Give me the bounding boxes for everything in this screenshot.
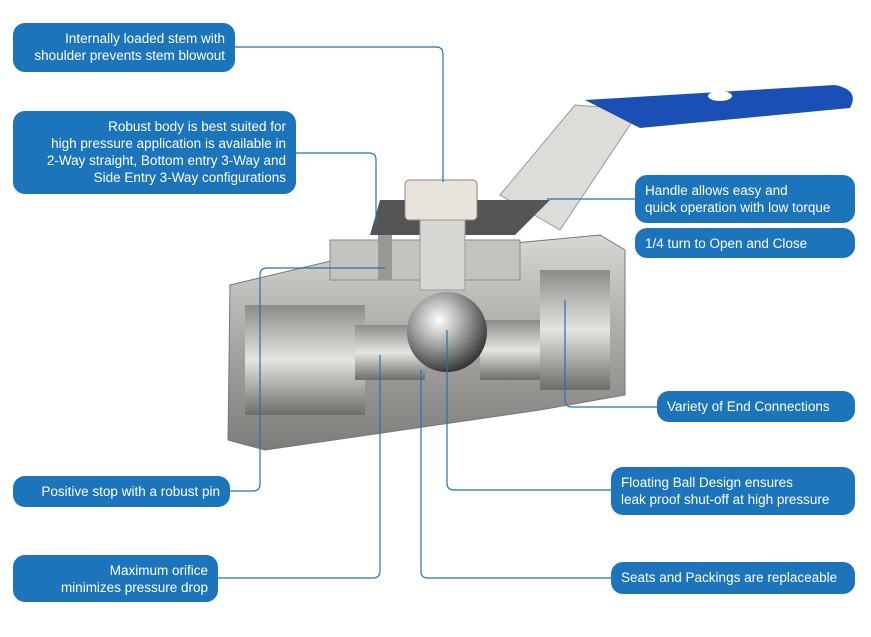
callout-floating-ball: Floating Ball Design ensures leak proof … bbox=[611, 467, 855, 515]
callout-quarter-turn: 1/4 turn to Open and Close bbox=[635, 228, 855, 258]
valve-body bbox=[227, 179, 626, 451]
callout-seats: Seats and Packings are replaceable bbox=[611, 562, 855, 594]
logo-icon bbox=[708, 91, 732, 101]
callout-orifice: Maximum orifice minimizes pressure drop bbox=[13, 555, 218, 602]
callout-stem: Internally loaded stem with shoulder pre… bbox=[13, 23, 235, 72]
callout-handle: Handle allows easy and quick operation w… bbox=[635, 175, 855, 223]
callout-body: Robust body is best suited for high pres… bbox=[13, 111, 296, 194]
callout-positive-stop: Positive stop with a robust pin bbox=[13, 476, 230, 507]
callout-end-connections: Variety of End Connections bbox=[657, 391, 855, 422]
handle bbox=[499, 85, 853, 231]
